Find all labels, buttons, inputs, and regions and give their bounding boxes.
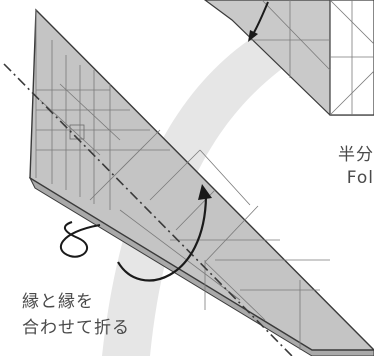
previous-step-model — [203, 0, 374, 116]
model-creases — [35, 10, 330, 350]
caption-instruction-line2: 合わせて折る — [22, 318, 130, 338]
caption-fold-half-en: Fol — [346, 168, 374, 188]
flip-arrow-icon — [59, 221, 101, 258]
model-main-face — [29, 8, 374, 351]
fold-arrow-icon — [117, 195, 208, 282]
valley-fold-line — [3, 63, 293, 356]
caption-fold-half-jp: 半分 — [338, 145, 374, 165]
main-model — [3, 8, 374, 356]
caption-instruction-line1: 縁と縁を — [22, 292, 94, 312]
